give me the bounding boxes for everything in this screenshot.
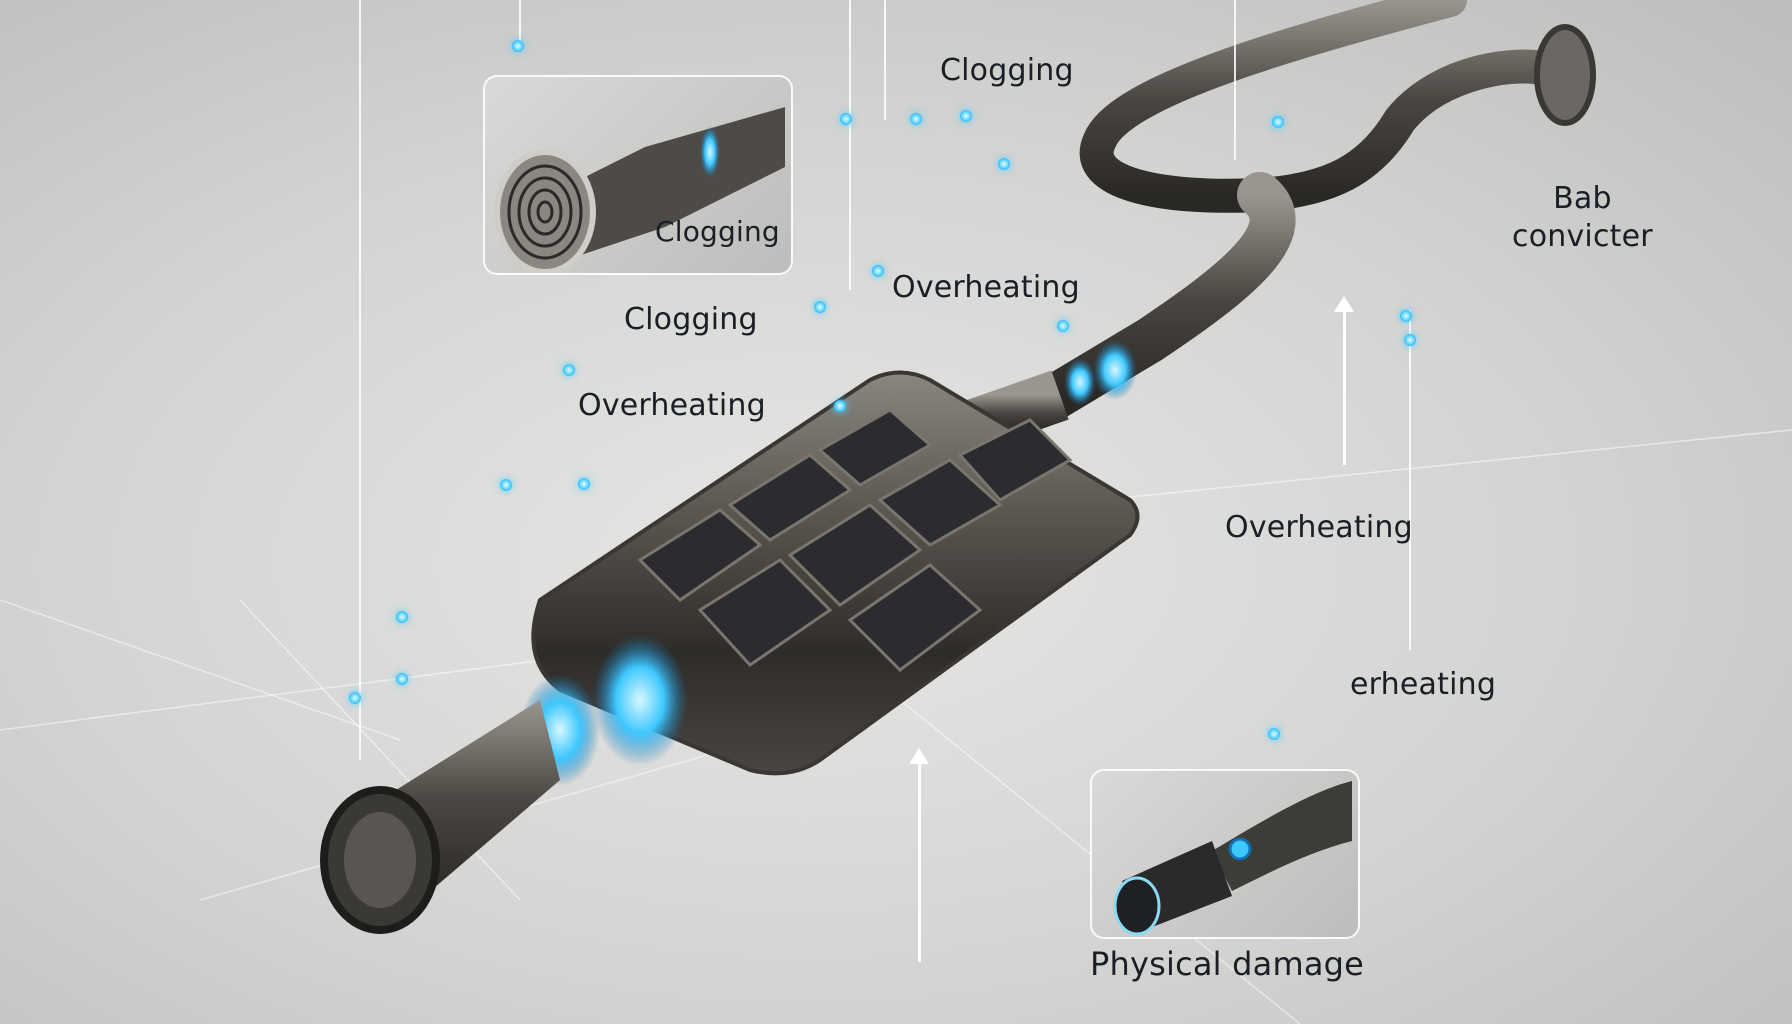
label-clogging-left: Clogging bbox=[624, 302, 758, 337]
clogging-inset-caption: Clogging bbox=[655, 215, 780, 248]
damaged-pipe-image bbox=[1113, 781, 1352, 936]
callout-dot bbox=[1268, 728, 1280, 740]
label-overheating-center: Overheating bbox=[892, 270, 1080, 305]
arrow-up-icon bbox=[1334, 296, 1354, 465]
clogging-inset: Clogging bbox=[483, 75, 793, 275]
callout-dot bbox=[1057, 320, 1069, 332]
physical-damage-inset bbox=[1090, 769, 1360, 939]
callout-dot bbox=[563, 364, 575, 376]
label-overheating-faded: erheating bbox=[1350, 667, 1497, 702]
callout-dot bbox=[872, 265, 884, 277]
clogged-converter-image bbox=[494, 107, 785, 273]
label-overheating-left: Overheating bbox=[578, 388, 766, 423]
label-bad-converter-line2: convicter bbox=[1512, 219, 1653, 254]
callout-dot bbox=[998, 158, 1010, 170]
label-bad-converter-line1: Bab bbox=[1553, 181, 1612, 216]
callout-dot bbox=[512, 40, 524, 52]
callout-dot bbox=[834, 400, 846, 412]
callout-dot bbox=[960, 110, 972, 122]
callout-dot bbox=[1404, 334, 1416, 346]
callout-dot bbox=[578, 478, 590, 490]
label-physical-damage: Physical damage bbox=[1090, 945, 1365, 983]
callout-dot bbox=[814, 301, 826, 313]
callout-dot bbox=[349, 692, 361, 704]
label-bad-converter: Bab convicter bbox=[1512, 180, 1653, 256]
callout-dot bbox=[500, 479, 512, 491]
callout-dot bbox=[396, 611, 408, 623]
label-clogging-top: Clogging bbox=[940, 53, 1074, 88]
callout-dot bbox=[396, 673, 408, 685]
arrow-up-icon bbox=[909, 748, 929, 962]
callout-dot bbox=[1272, 116, 1284, 128]
label-overheating-right: Overheating bbox=[1225, 510, 1413, 545]
callout-dot bbox=[1400, 310, 1412, 322]
callout-dot bbox=[910, 113, 922, 125]
callout-dot bbox=[840, 113, 852, 125]
